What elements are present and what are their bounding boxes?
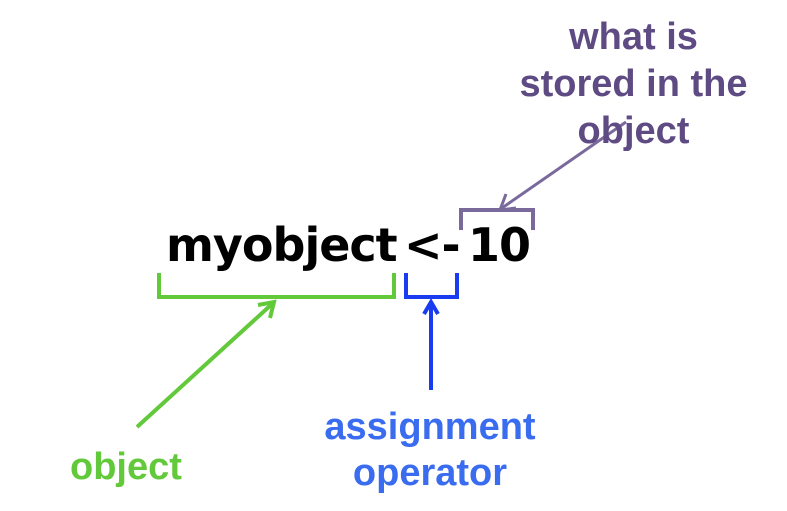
operator-bracket	[404, 273, 459, 299]
object-arrow	[135, 299, 277, 429]
value-bracket	[459, 208, 535, 230]
assignment-operator-text: <-	[404, 218, 461, 272]
object-name-text: myobject	[166, 218, 398, 272]
value-text: 10	[468, 218, 531, 272]
value-arrow	[497, 120, 627, 212]
object-bracket	[157, 273, 396, 299]
assignment-operator-label-line-1: assignment	[324, 406, 536, 448]
operator-arrow	[422, 298, 440, 390]
stored-value-label: what is stored in the object	[480, 14, 787, 155]
stored-value-label-line-2: stored in the	[519, 63, 748, 105]
object-label: object	[70, 446, 182, 488]
assignment-operator-label: assignment operator	[295, 404, 565, 496]
assignment-operator-label-line-2: operator	[352, 452, 508, 494]
stored-value-label-line-1: what is	[569, 16, 698, 58]
stored-value-label-line-3: object	[577, 110, 690, 152]
